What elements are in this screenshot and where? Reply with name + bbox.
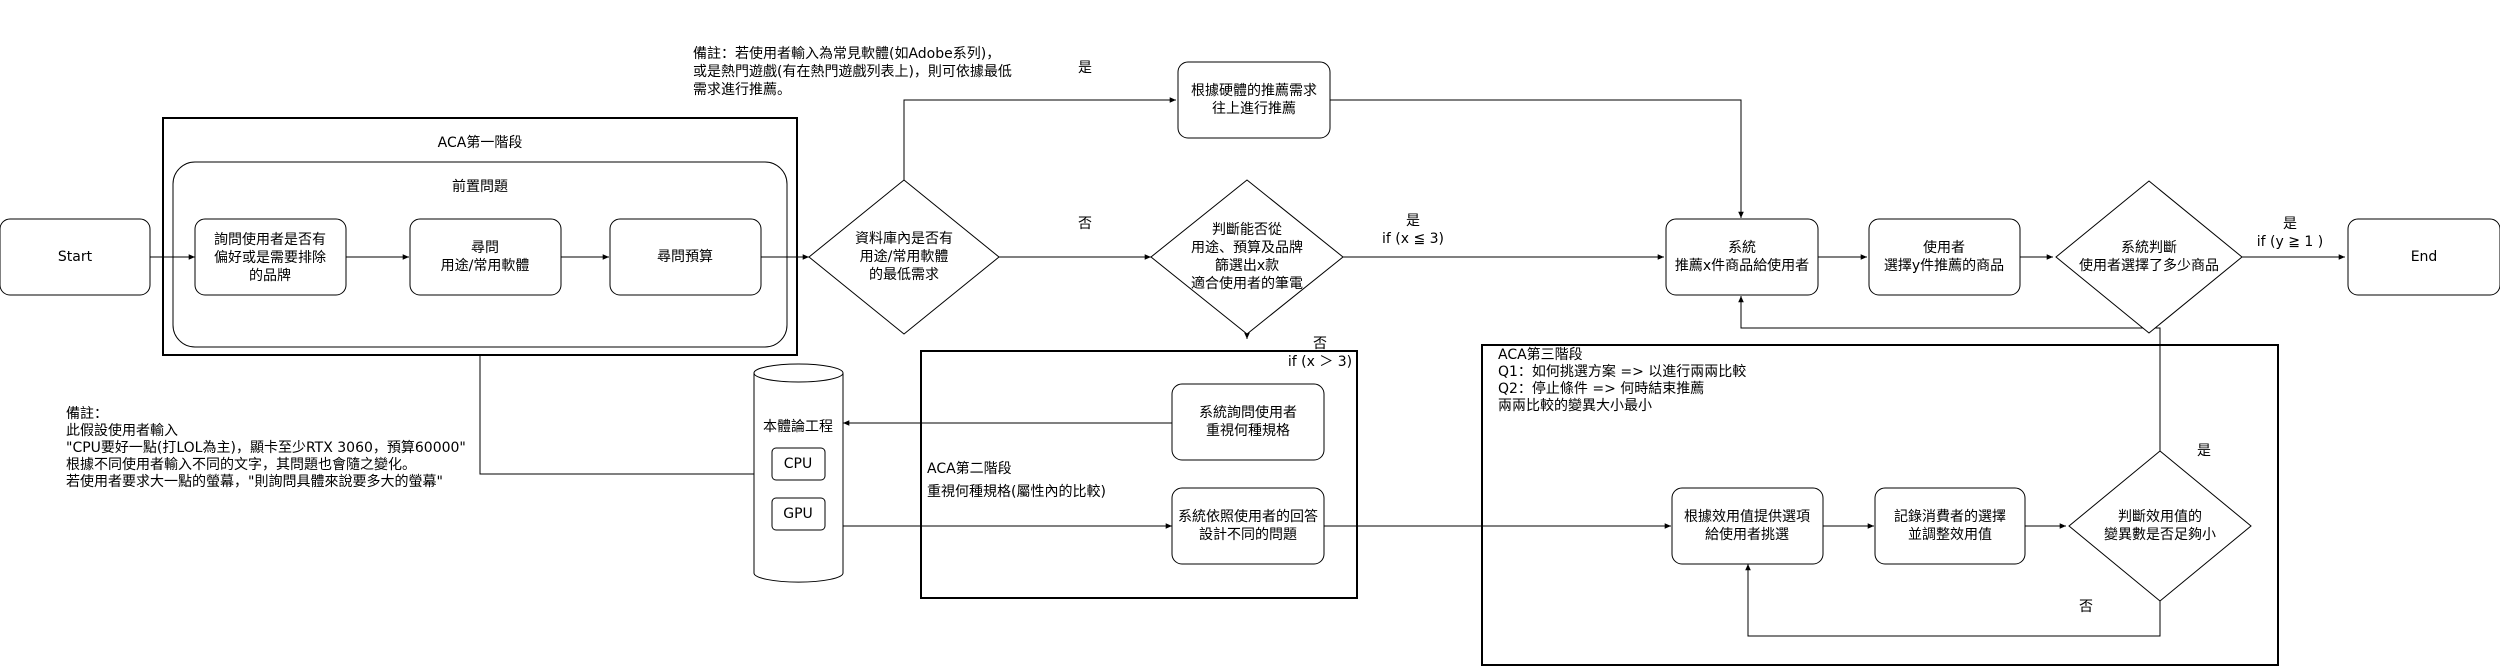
aca-stage2-frame: ACA第二階段 重視何種規格(屬性內的比較) [920,350,1358,599]
svg-text:判斷能否從用途、預算及品牌篩選出x款適合使用者的筆電: 判斷能否從用途、預算及品牌篩選出x款適合使用者的筆電 [1191,222,1303,292]
svg-text:資料庫內是否有用途/常用軟體的最低需求: 資料庫內是否有用途/常用軟體的最低需求 [855,230,953,283]
utility-options-node[interactable]: 根據效用值提供選項給使用者挑選 [1671,487,1824,565]
aca-stage3-text: ACA第三階段 Q1：如何挑選方案 => 以進行兩兩比較 Q2：停止條件 => … [1498,346,1751,414]
label-db-no: 否 [1078,216,1092,232]
ask-usage-node[interactable]: 尋問用途/常用軟體 [409,218,562,296]
svg-text:根據效用值提供選項給使用者挑選: 根據效用值提供選項給使用者挑選 [1684,509,1810,543]
ask-budget-node[interactable]: 尋問預算 [609,218,762,296]
note-bottom: 備註： 此假設使用者輸入 "CPU要好一點(打LOL為主)，顯卡至少RTX 30… [66,406,470,490]
svg-text:尋問預算: 尋問預算 [657,249,713,265]
svg-text:Start: Start [58,249,93,265]
system-recommend-node[interactable]: 系統推薦x件商品給使用者 [1665,218,1819,296]
edge-hw-system [1330,99,1744,218]
judge-count-decision[interactable]: 系統判斷使用者選擇了多少商品 [2055,180,2243,334]
end-node[interactable]: End [2347,218,2500,296]
judge-utility-decision[interactable]: 判斷效用值的變異數是否足夠小 [2068,450,2252,602]
ask-spec-node[interactable]: 系統詢問使用者重視何種規格 [1171,383,1325,461]
aca-stage1-title: ACA第一階段 [438,134,523,151]
aca-stage2-subtitle: 重視何種規格(屬性內的比較) [927,484,1106,500]
svg-text:詢問使用者是否有偏好或是需要排除的品牌: 詢問使用者是否有偏好或是需要排除的品牌 [214,231,326,284]
start-node[interactable]: Start [0,218,151,296]
user-select-node[interactable]: 使用者選擇y件推薦的商品 [1868,218,2021,296]
judge-filter-decision[interactable]: 判斷能否從用途、預算及品牌篩選出x款適合使用者的筆電 [1150,179,1344,335]
ontology-database[interactable]: 本體論工程 CPU GPU [753,363,844,583]
label-var-yes: 是 [2197,443,2211,459]
hw-recommend-node[interactable]: 根據硬體的推薦需求往上進行推薦 [1177,61,1331,139]
svg-text:系統依照使用者的回答設計不同的問題: 系統依照使用者的回答設計不同的問題 [1178,508,1318,543]
svg-text:根據硬體的推薦需求往上進行推薦: 根據硬體的推薦需求往上進行推薦 [1191,83,1317,117]
gpu-item[interactable]: GPU [771,497,826,531]
note-top: 備註：若使用者輸入為常見軟體(如Adobe系列)， 或是熱門遊戲(有在熱門遊戲列… [693,45,1016,98]
label-var-no: 否 [2079,599,2093,615]
pre-questions-title: 前置問題 [452,178,508,195]
cpu-item[interactable]: CPU [771,447,826,481]
edge-aca1-db [479,355,754,475]
ask-brand-node[interactable]: 詢問使用者是否有偏好或是需要排除的品牌 [194,218,347,296]
edges [150,97,2345,637]
svg-text:判斷效用值的變異數是否足夠小: 判斷效用值的變異數是否足夠小 [2104,509,2216,543]
svg-text:記錄消費者的選擇並調整效用值: 記錄消費者的選擇並調整效用值 [1894,508,2006,543]
record-choice-node[interactable]: 記錄消費者的選擇並調整效用值 [1874,487,2026,565]
db-check-decision[interactable]: 資料庫內是否有用途/常用軟體的最低需求 [808,179,1000,335]
aca-stage2-title: ACA第二階段 [927,460,1012,477]
svg-text:End: End [2411,249,2438,265]
svg-text:系統詢問使用者重視何種規格: 系統詢問使用者重視何種規格 [1199,404,1297,439]
pre-questions-frame: 前置問題 [172,161,788,348]
database-title: 本體論工程 [763,419,833,435]
svg-text:GPU: GPU [783,506,813,522]
svg-text:系統推薦x件商品給使用者: 系統推薦x件商品給使用者 [1675,240,1809,274]
edge-var-no [1745,564,2161,637]
svg-text:尋問用途/常用軟體: 尋問用途/常用軟體 [441,240,530,274]
design-questions-node[interactable]: 系統依照使用者的回答設計不同的問題 [1171,487,1325,565]
edge-var-yes [1738,296,2161,451]
svg-text:系統判斷使用者選擇了多少商品: 系統判斷使用者選擇了多少商品 [2079,240,2219,274]
svg-text:CPU: CPU [784,456,812,472]
label-db-yes: 是 [1078,60,1092,76]
aca-stage3-frame: ACA第三階段 Q1：如何挑選方案 => 以進行兩兩比較 Q2：停止條件 => … [1481,344,2279,666]
edge-db-yes [903,97,1176,180]
svg-text:使用者選擇y件推薦的商品: 使用者選擇y件推薦的商品 [1884,239,2004,274]
